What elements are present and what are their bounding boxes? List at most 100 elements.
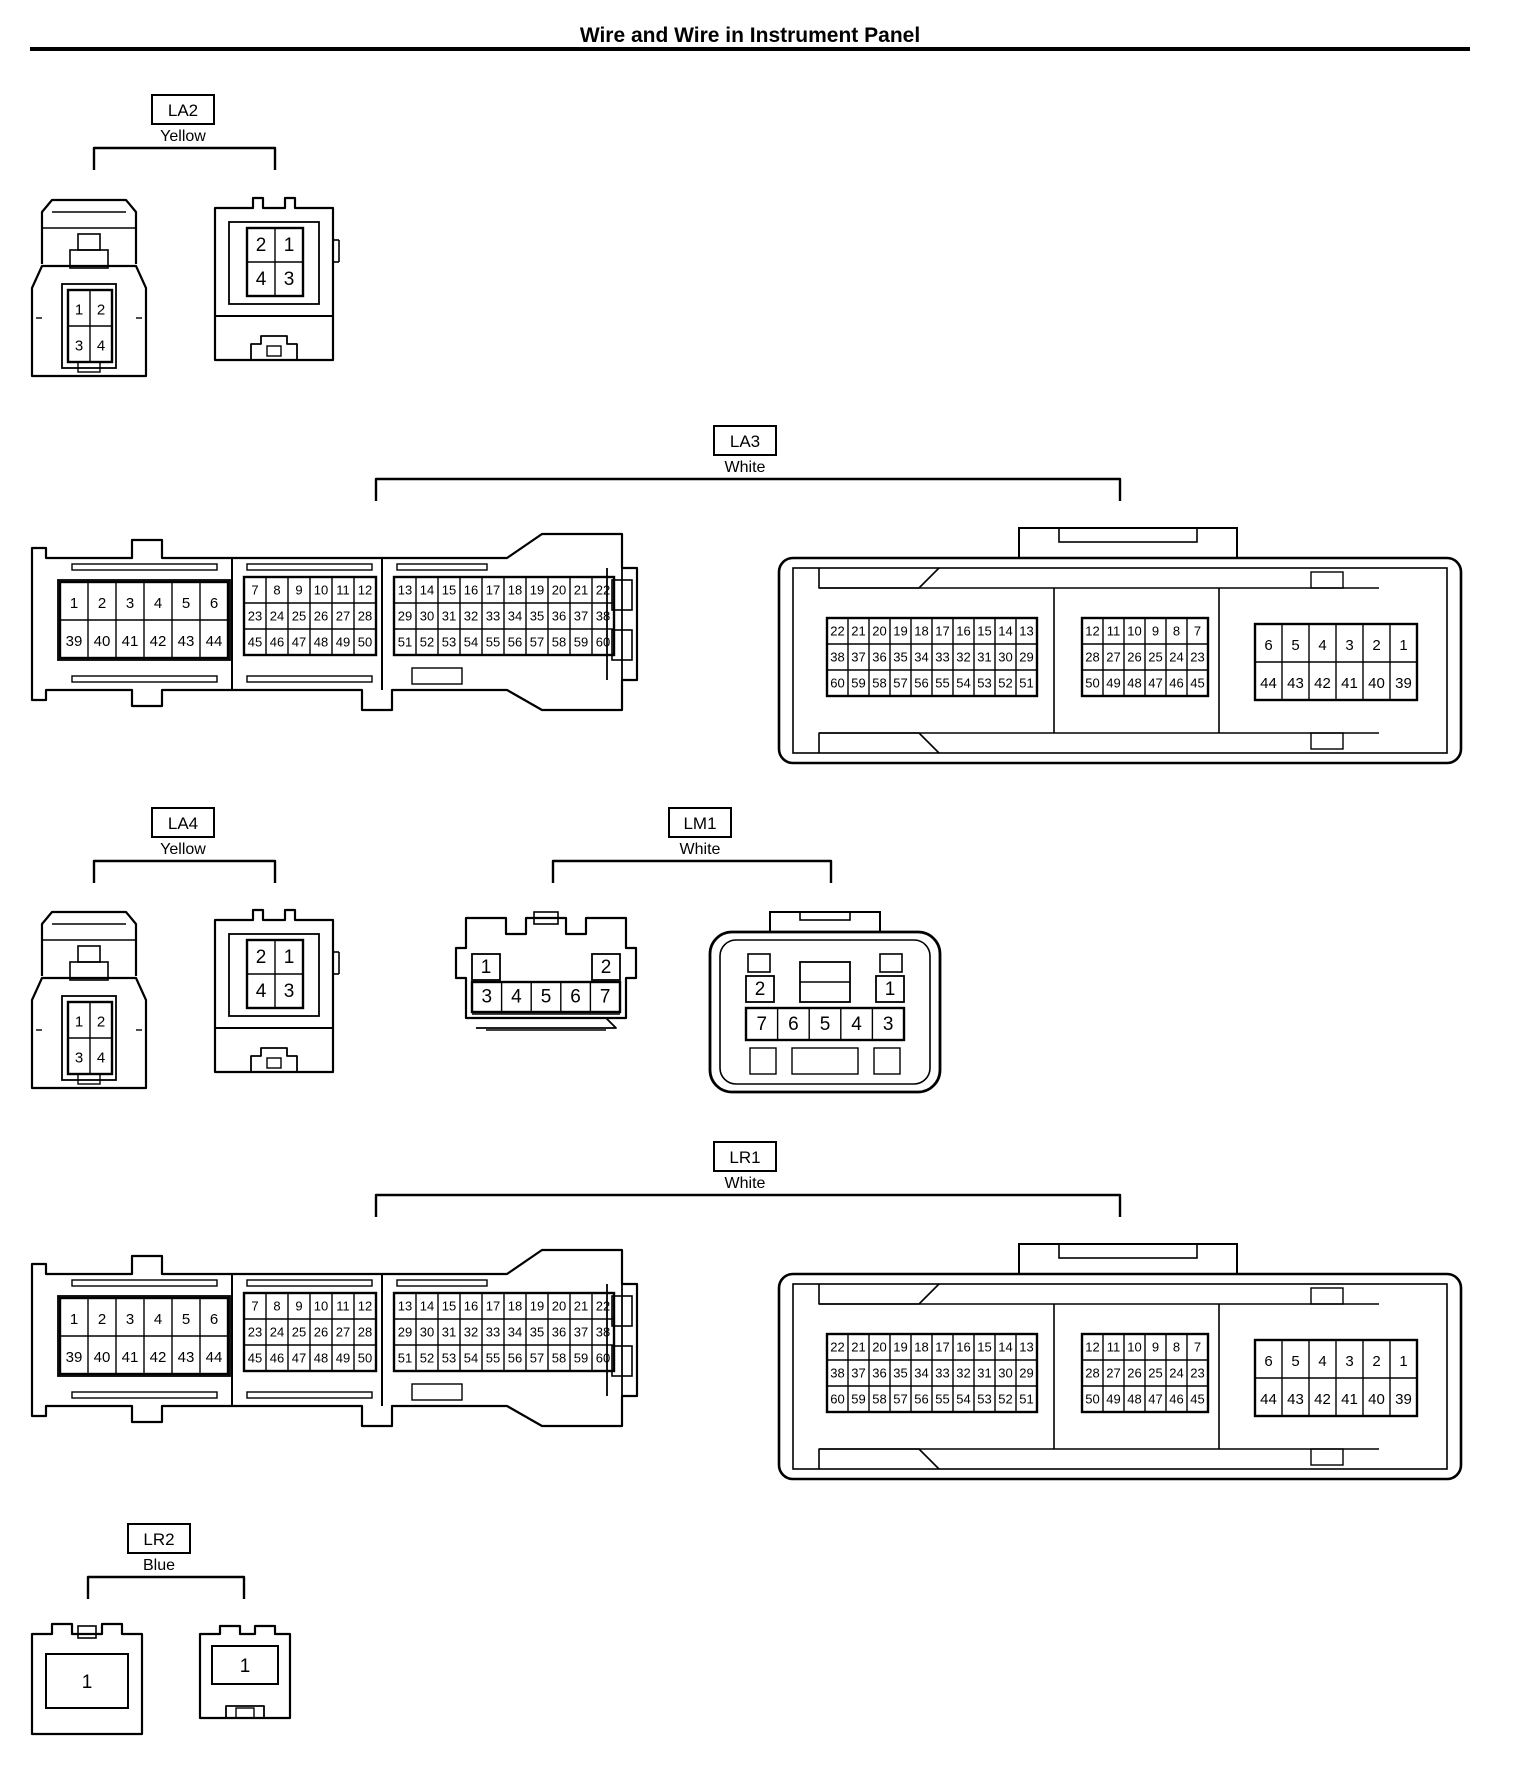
pin-number: 22 bbox=[830, 1340, 844, 1355]
pin-number: 33 bbox=[486, 609, 500, 624]
housing-line bbox=[1018, 527, 1238, 559]
pin-number: 43 bbox=[1287, 1391, 1304, 1408]
pin-number: 39 bbox=[66, 633, 83, 650]
pin-number: 55 bbox=[486, 635, 500, 650]
housing-line bbox=[1310, 1287, 1344, 1305]
housing-outline bbox=[818, 732, 940, 754]
pin-number: 42 bbox=[1314, 1391, 1331, 1408]
pin-number: 7 bbox=[1194, 1340, 1201, 1355]
pin-number: 5 bbox=[1291, 1353, 1299, 1370]
housing-outline bbox=[777, 1272, 1463, 1481]
pin-number: 32 bbox=[956, 1366, 970, 1381]
housing-line bbox=[1018, 1243, 1238, 1275]
pin-number: 5 bbox=[182, 1311, 190, 1328]
housing-line bbox=[45, 1653, 129, 1709]
connector-color: Yellow bbox=[160, 841, 206, 858]
pin-number: 35 bbox=[530, 609, 544, 624]
connector-color: White bbox=[680, 841, 721, 858]
pin-number: 30 bbox=[998, 1366, 1012, 1381]
housing-outline bbox=[92, 146, 277, 170]
pin-number: 44 bbox=[1260, 675, 1277, 692]
pin-number: 53 bbox=[442, 635, 456, 650]
pin-number: 31 bbox=[442, 609, 456, 624]
pin-number: 5 bbox=[541, 986, 552, 1007]
housing-line bbox=[749, 1047, 777, 1075]
pin-number: 46 bbox=[270, 1351, 284, 1366]
pin-number: 9 bbox=[1152, 624, 1159, 639]
pin-number: 51 bbox=[1019, 676, 1033, 691]
housing-outline bbox=[374, 1193, 1122, 1217]
pin-number: 41 bbox=[1341, 1391, 1358, 1408]
pin-number: 55 bbox=[935, 676, 949, 691]
pin-number: 5 bbox=[820, 1014, 831, 1035]
pin-number: 47 bbox=[292, 1351, 306, 1366]
housing-line bbox=[151, 807, 215, 838]
pin-number: 58 bbox=[552, 1351, 566, 1366]
housing-line bbox=[396, 563, 488, 571]
connector-label: LM1 bbox=[683, 814, 716, 833]
pin-number: 6 bbox=[1264, 1353, 1272, 1370]
pin-number: 30 bbox=[998, 650, 1012, 665]
pin-number: 50 bbox=[358, 635, 372, 650]
pin-number: 23 bbox=[1190, 1366, 1204, 1381]
pin-number: 3 bbox=[883, 1014, 894, 1035]
pin-number: 28 bbox=[1085, 650, 1099, 665]
pin-number: 4 bbox=[256, 269, 267, 290]
pin-number: 7 bbox=[757, 1014, 768, 1035]
pin-number: 40 bbox=[94, 633, 111, 650]
pin-number: 27 bbox=[1106, 650, 1120, 665]
pin-number: 15 bbox=[977, 624, 991, 639]
pin-number: 56 bbox=[508, 635, 522, 650]
pin-number: 31 bbox=[442, 1325, 456, 1340]
pin-number: 15 bbox=[442, 1299, 456, 1314]
housing-line bbox=[396, 1279, 488, 1287]
pin-number: 25 bbox=[292, 1325, 306, 1340]
pin-number: 16 bbox=[464, 583, 478, 598]
pin-number: 36 bbox=[872, 650, 886, 665]
pin-number: 20 bbox=[872, 624, 886, 639]
pin-number: 18 bbox=[914, 624, 928, 639]
housing-line bbox=[266, 345, 282, 357]
pin-number: 58 bbox=[552, 635, 566, 650]
pin-number: 42 bbox=[1314, 675, 1331, 692]
pin-number: 3 bbox=[75, 337, 83, 354]
housing-line bbox=[1310, 571, 1344, 589]
pin-number: 33 bbox=[486, 1325, 500, 1340]
pin-number: 20 bbox=[552, 583, 566, 598]
pin-number: 60 bbox=[596, 635, 610, 650]
pin-number: 58 bbox=[872, 676, 886, 691]
pin-number: 1 bbox=[284, 235, 295, 256]
housing-line bbox=[57, 1295, 231, 1377]
connector-1pin-female: 1 bbox=[198, 1624, 292, 1720]
housing-outline bbox=[30, 976, 148, 1090]
housing-outline bbox=[374, 477, 1122, 501]
housing-line bbox=[873, 1047, 901, 1075]
pin-number: 40 bbox=[94, 1349, 111, 1366]
pin-number: 29 bbox=[1019, 1366, 1033, 1381]
pin-number: 13 bbox=[1019, 624, 1033, 639]
pin-number: 24 bbox=[1169, 1366, 1183, 1381]
pin-number: 60 bbox=[830, 1392, 844, 1407]
pin-number: 57 bbox=[530, 635, 544, 650]
pin-number: 27 bbox=[336, 609, 350, 624]
housing-line bbox=[533, 911, 559, 925]
connector-1pin-male: 1 bbox=[30, 1622, 144, 1736]
pin-number: 53 bbox=[442, 1351, 456, 1366]
pin-number: 47 bbox=[1148, 676, 1162, 691]
pin-number: 45 bbox=[1190, 676, 1204, 691]
pin-number: 4 bbox=[1318, 637, 1326, 654]
pin-number: 34 bbox=[508, 609, 522, 624]
pin-number: 12 bbox=[358, 583, 372, 598]
pin-number: 41 bbox=[122, 633, 139, 650]
connector-label: LR2 bbox=[143, 1530, 174, 1549]
pin-number: 22 bbox=[596, 1299, 610, 1314]
pin-number: 44 bbox=[206, 633, 223, 650]
pin-number: 4 bbox=[256, 981, 267, 1002]
housing-line bbox=[875, 975, 905, 1003]
